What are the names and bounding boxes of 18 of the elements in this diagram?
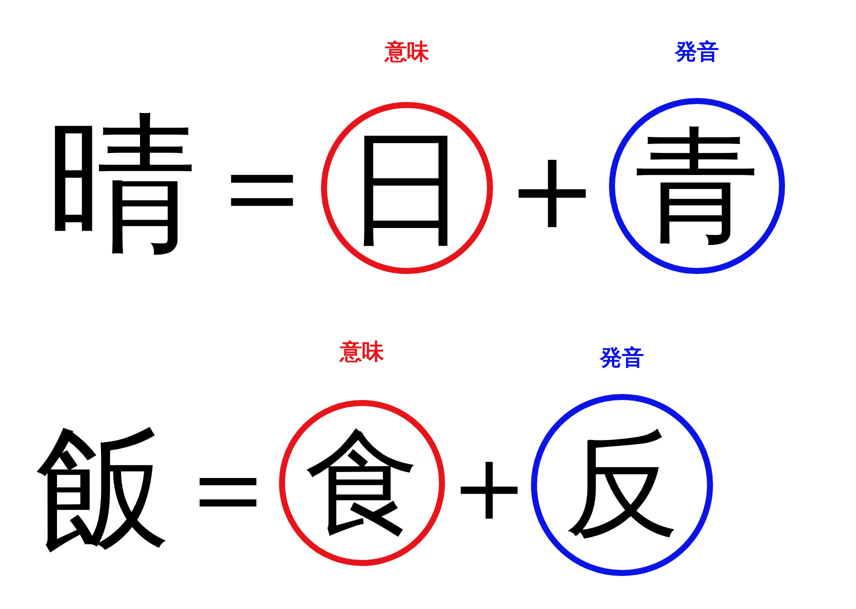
character-circle	[609, 98, 785, 274]
kanji-component: 反	[564, 428, 680, 542]
equals-sign: ＝	[202, 125, 322, 245]
component-role-label: 意味	[340, 342, 384, 364]
plus-sign: ＋	[434, 429, 544, 539]
kanji-component: 青	[634, 124, 760, 248]
kanji-character: 飯	[36, 420, 170, 556]
character-circle	[321, 102, 493, 274]
component-role-label: 発音	[675, 42, 719, 64]
equals-sign: ＝	[173, 431, 283, 541]
component-role-label: 意味	[385, 42, 429, 64]
kanji-component: 日	[344, 126, 470, 250]
character-circle	[279, 400, 445, 566]
character-circle	[531, 394, 713, 576]
kanji-component: 食	[304, 426, 420, 540]
plus-sign: ＋	[487, 121, 617, 251]
kanji-character: 晴	[47, 110, 197, 260]
component-role-label: 発音	[600, 348, 644, 370]
